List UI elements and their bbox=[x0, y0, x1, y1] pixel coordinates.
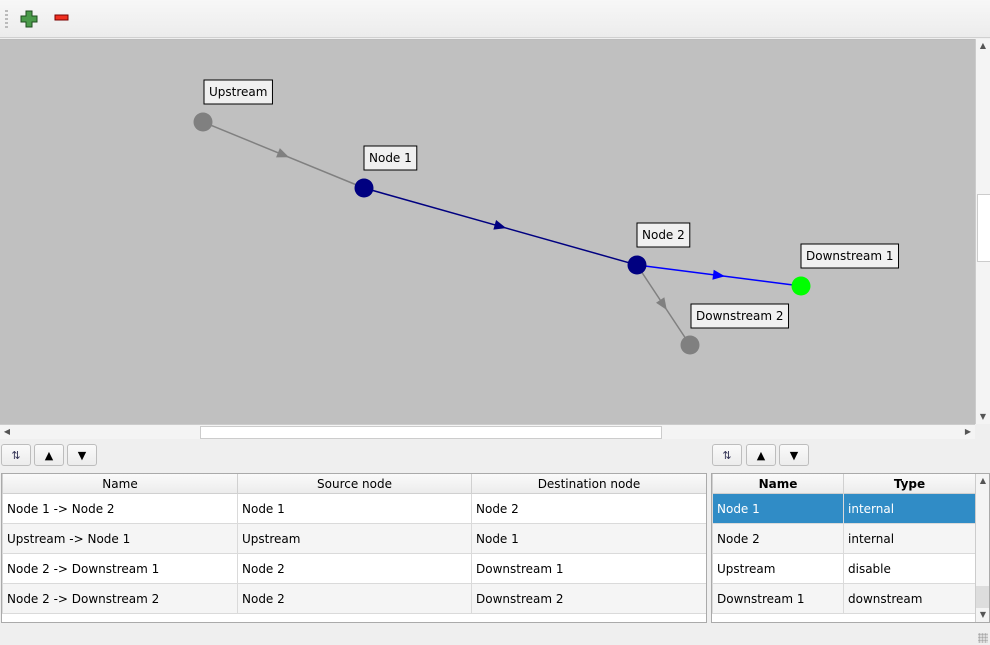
arrow-down-icon: ▼ bbox=[789, 449, 799, 462]
table-cell[interactable]: Node 1 bbox=[471, 523, 706, 554]
table-cell[interactable]: Node 2 -> Downstream 1 bbox=[2, 553, 238, 584]
graph-node[interactable] bbox=[627, 255, 647, 275]
scroll-up-icon[interactable]: ▲ bbox=[979, 41, 987, 50]
sort-icon: ⇅ bbox=[722, 449, 732, 462]
node-label-box bbox=[690, 303, 790, 329]
node-label-box bbox=[363, 145, 418, 171]
remove-node-button[interactable] bbox=[51, 8, 73, 28]
node-label: Downstream 1 bbox=[806, 249, 894, 263]
table-cell[interactable]: Upstream -> Node 1 bbox=[2, 523, 238, 554]
node-label-box bbox=[203, 79, 273, 105]
vertical-scroll-thumb[interactable] bbox=[977, 194, 990, 262]
toolbar-grip[interactable] bbox=[5, 10, 8, 28]
toolbar bbox=[0, 0, 990, 38]
table-cell[interactable]: internal bbox=[843, 493, 976, 524]
node-label: Upstream bbox=[209, 85, 267, 99]
table-cell[interactable]: Node 1 bbox=[712, 493, 844, 524]
column-header-type[interactable]: Type bbox=[843, 474, 976, 494]
horizontal-scroll-thumb[interactable] bbox=[200, 426, 662, 439]
table-cell[interactable]: disable bbox=[843, 553, 976, 584]
table-cell[interactable]: downstream bbox=[843, 583, 976, 614]
arrow-down-icon: ▼ bbox=[77, 449, 87, 462]
node-label: Downstream 2 bbox=[696, 309, 784, 323]
links-move-down-button[interactable]: ▼ bbox=[67, 444, 97, 466]
graph-horizontal-scrollbar[interactable]: ◀ ▶ bbox=[0, 424, 975, 439]
arrow-up-icon: ▲ bbox=[756, 449, 766, 462]
nodes-move-down-button[interactable]: ▼ bbox=[779, 444, 809, 466]
scroll-down-icon[interactable]: ▼ bbox=[979, 412, 987, 421]
nodes-move-up-button[interactable]: ▲ bbox=[746, 444, 776, 466]
table-cell[interactable]: internal bbox=[843, 523, 976, 554]
graph-node[interactable] bbox=[193, 112, 213, 132]
links-table[interactable]: Name Source node Destination node Node 1… bbox=[1, 473, 707, 623]
nodes-sort-button[interactable]: ⇅ bbox=[712, 444, 742, 466]
add-node-button[interactable] bbox=[18, 8, 40, 28]
links-move-up-button[interactable]: ▲ bbox=[34, 444, 64, 466]
edge-arrow-icon bbox=[656, 297, 667, 311]
edge-arrow-icon bbox=[493, 220, 507, 230]
graph-node[interactable] bbox=[791, 276, 811, 296]
scroll-down-icon[interactable]: ▼ bbox=[979, 610, 987, 619]
table-cell[interactable]: Node 1 -> Node 2 bbox=[2, 493, 238, 524]
table-cell[interactable]: Upstream bbox=[712, 553, 844, 584]
node-label: Node 2 bbox=[642, 228, 685, 242]
table-cell[interactable]: Node 1 bbox=[237, 493, 472, 524]
table-cell[interactable]: Node 2 bbox=[471, 493, 706, 524]
table-cell[interactable]: Node 2 -> Downstream 2 bbox=[2, 583, 238, 614]
links-sort-button[interactable]: ⇅ bbox=[1, 444, 31, 466]
table-cell[interactable]: Node 2 bbox=[237, 583, 472, 614]
column-header-name[interactable]: Name bbox=[2, 474, 238, 494]
sort-icon: ⇅ bbox=[11, 449, 21, 462]
table-cell[interactable]: Downstream 1 bbox=[712, 583, 844, 614]
column-header-destination-node[interactable]: Destination node bbox=[471, 474, 706, 494]
table-cell[interactable]: Upstream bbox=[237, 523, 472, 554]
table-cell[interactable]: Downstream 2 bbox=[471, 583, 706, 614]
arrow-up-icon: ▲ bbox=[44, 449, 54, 462]
table-cell[interactable]: Downstream 1 bbox=[471, 553, 706, 584]
table-cell[interactable]: Node 2 bbox=[237, 553, 472, 584]
node-label: Node 1 bbox=[369, 151, 412, 165]
plus-icon bbox=[20, 10, 38, 28]
scroll-up-icon[interactable]: ▲ bbox=[979, 476, 987, 485]
scroll-right-icon[interactable]: ▶ bbox=[964, 427, 972, 436]
column-header-source-node[interactable]: Source node bbox=[237, 474, 472, 494]
node-label-box bbox=[800, 243, 900, 269]
edge-arrow-icon bbox=[712, 269, 725, 280]
graph-node[interactable] bbox=[680, 335, 700, 355]
edge-arrow-icon bbox=[276, 148, 290, 158]
minus-icon bbox=[54, 14, 69, 21]
resize-grip[interactable] bbox=[978, 633, 988, 643]
nodes-scroll-thumb[interactable] bbox=[976, 586, 989, 608]
scroll-left-icon[interactable]: ◀ bbox=[3, 427, 11, 436]
graph-vertical-scrollbar[interactable]: ▲ ▼ bbox=[975, 39, 990, 424]
column-header-name[interactable]: Name bbox=[712, 474, 844, 494]
graph-node[interactable] bbox=[354, 178, 374, 198]
nodes-table-scrollbar[interactable]: ▲ ▼ bbox=[975, 474, 989, 622]
node-label-box bbox=[636, 222, 691, 248]
table-cell[interactable]: Node 2 bbox=[712, 523, 844, 554]
